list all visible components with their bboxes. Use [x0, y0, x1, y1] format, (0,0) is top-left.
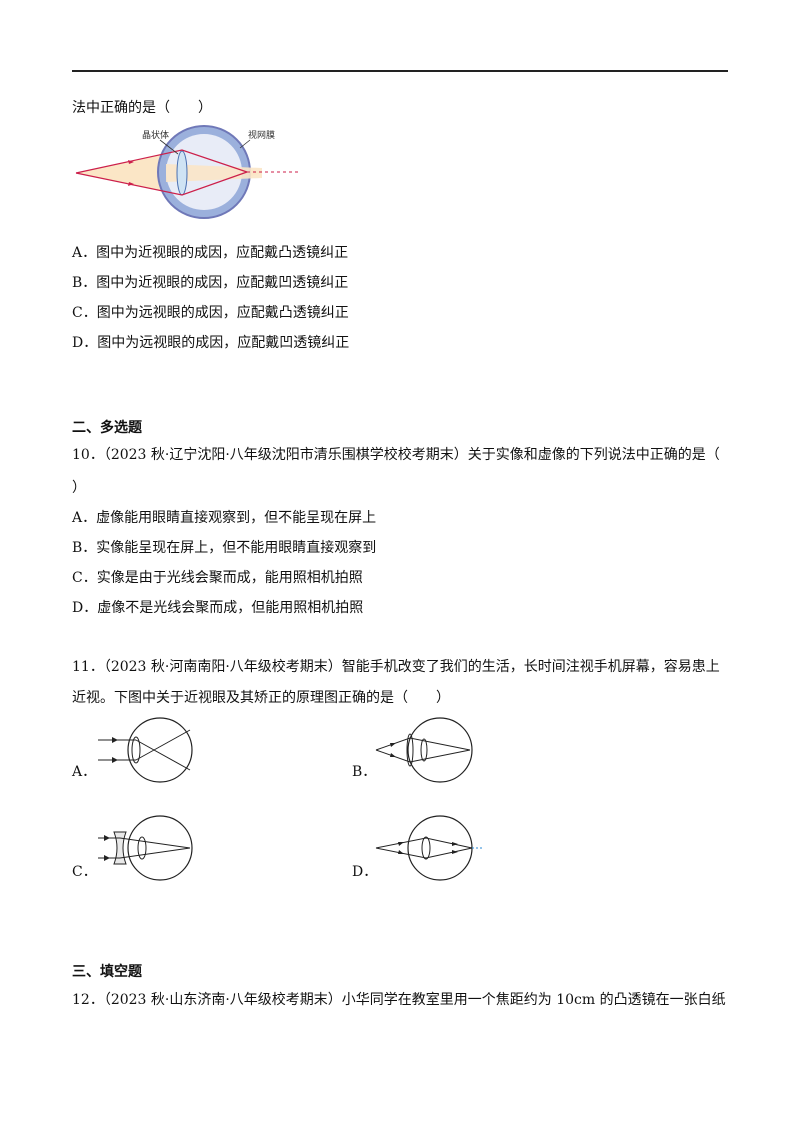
q11-option-a-diagram[interactable] [92, 716, 202, 784]
q9-option-b[interactable]: B．图中为近视眼的成因，应配戴凹透镜纠正 [72, 275, 349, 291]
eyeball [127, 815, 193, 881]
q11-stem-line1: 11．（2023 秋·河南南阳·八年级校考期末）智能手机改变了我们的生活，长时间… [72, 659, 720, 675]
q11-option-a-label[interactable]: A． [72, 764, 97, 780]
q10-stem-line2: ） [72, 480, 86, 496]
crystalline-lens [176, 150, 188, 196]
section-heading-multiple-choice: 二、多选题 [72, 420, 142, 436]
header-rule [72, 70, 728, 72]
crystalline-lens [420, 738, 428, 762]
q11-option-c-label[interactable]: C． [72, 864, 97, 880]
q10-option-d[interactable]: D．虚像不是光线会聚而成，但能用照相机拍照 [72, 600, 364, 616]
crystalline-lens [131, 736, 141, 764]
q10-stem-line1: 10．（2023 秋·辽宁沈阳·八年级沈阳市清乐围棋学校校考期末）关于实像和虚像… [72, 447, 720, 463]
eyeball [407, 815, 473, 881]
q11-option-b-label[interactable]: B． [352, 764, 377, 780]
q11-option-c-diagram[interactable] [92, 814, 202, 882]
q10-option-b[interactable]: B．实像能呈现在屏上，但不能用眼睛直接观察到 [72, 540, 377, 556]
eyeball [127, 717, 193, 783]
label-retina: 视网膜 [248, 129, 275, 141]
convex-lens [406, 733, 414, 767]
q11-option-d-label[interactable]: D． [352, 864, 378, 880]
q10-option-a[interactable]: A．虚像能用眼睛直接观察到，但不能呈现在屏上 [72, 510, 377, 526]
eyeball [407, 717, 473, 783]
q9-option-c[interactable]: C．图中为远视眼的成因，应配戴凸透镜纠正 [72, 305, 349, 321]
q9-option-a[interactable]: A．图中为近视眼的成因，应配戴凸透镜纠正 [72, 245, 349, 261]
q9-option-d[interactable]: D．图中为远视眼的成因，应配戴凹透镜纠正 [72, 335, 350, 351]
crystalline-lens [137, 836, 147, 860]
q12-stem-line1: 12．（2023 秋·山东济南·八年级校考期末）小华同学在教室里用一个焦距约为 … [72, 992, 726, 1008]
concave-lens [113, 831, 127, 865]
q11-stem-line2: 近视。下图中关于近视眼及其矫正的原理图正确的是（ ） [72, 690, 450, 706]
q9-stem-tail: 法中正确的是（ ） [72, 100, 212, 116]
q11-option-d-diagram[interactable] [372, 814, 488, 882]
crystalline-lens [421, 836, 431, 860]
label-lens: 晶状体 [142, 129, 169, 141]
section-heading-fill-in: 三、填空题 [72, 964, 142, 980]
q10-option-c[interactable]: C．实像是由于光线会聚而成，能用照相机拍照 [72, 570, 363, 586]
q11-option-b-diagram[interactable] [372, 716, 482, 784]
q9-eye-diagram: 晶状体 视网膜 [75, 125, 298, 219]
